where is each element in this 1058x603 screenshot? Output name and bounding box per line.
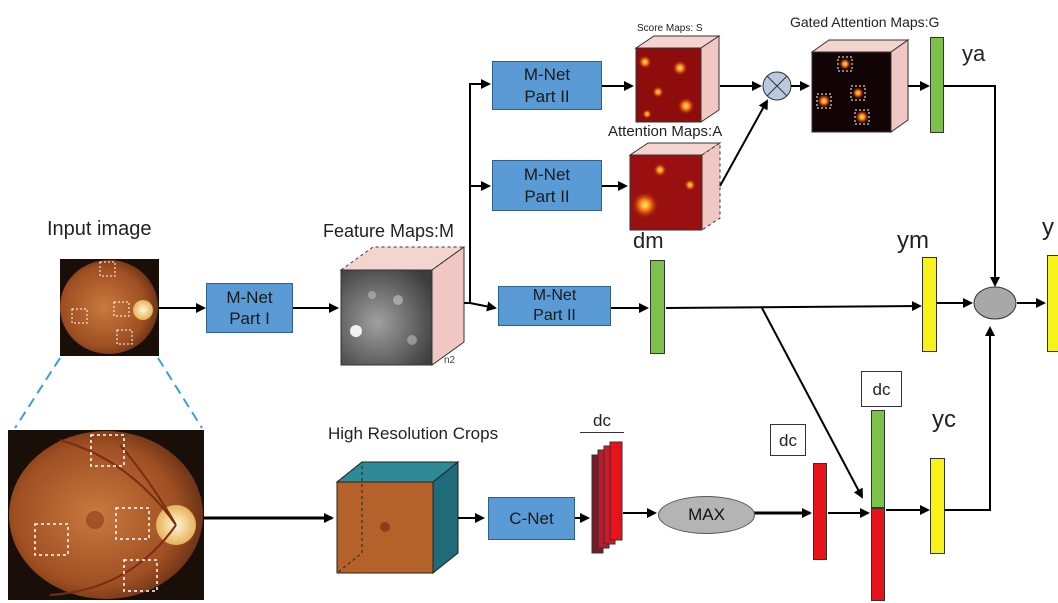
mnet-part1-box: M-Net Part I xyxy=(206,283,293,333)
hr-crops-label: High Resolution Crops xyxy=(328,424,499,443)
zoom-line-right xyxy=(157,357,203,429)
connectors xyxy=(159,79,1046,523)
input-fundus-large xyxy=(8,430,204,600)
combine-node xyxy=(973,286,1017,320)
score-maps-cube xyxy=(634,35,721,123)
dc-feature-stack xyxy=(591,441,623,554)
attention-maps-label: Attention Maps:A xyxy=(608,123,723,140)
y-label: y xyxy=(1042,214,1054,241)
cube-corner-label: n2 xyxy=(444,355,456,366)
mnet-part2-score-box: M-Net Part II xyxy=(492,61,602,110)
cnet-box: C-Net xyxy=(488,497,575,540)
y-bar xyxy=(1047,255,1058,352)
dc-label-top: dc xyxy=(580,412,624,433)
feature-maps-label: Feature Maps:M xyxy=(323,221,455,241)
yc-label: yc xyxy=(932,406,956,433)
ym-bar xyxy=(922,257,937,352)
mnet-part2-main-box: M-Net Part II xyxy=(498,286,611,326)
max-node: MAX xyxy=(658,496,755,534)
yc-bar xyxy=(930,458,945,554)
dm-label: dm xyxy=(633,228,664,253)
hr-crops-cube xyxy=(335,460,460,575)
mnet-part2-attention-box: M-Net Part II xyxy=(492,160,602,211)
ya-label: ya xyxy=(962,41,986,66)
feature-maps-cube xyxy=(339,246,466,366)
dm-bar xyxy=(650,260,665,354)
input-image-label: Input image xyxy=(47,218,152,240)
ya-bar xyxy=(930,37,944,133)
multiply-node xyxy=(762,71,792,101)
gated-maps-cube xyxy=(810,39,910,133)
dc-max-bar xyxy=(813,463,827,560)
attention-maps-cube xyxy=(628,142,722,231)
zoom-line-left xyxy=(14,357,61,429)
concat-red-bar xyxy=(871,508,885,601)
ym-label: ym xyxy=(897,227,929,254)
dc-label-mid: dc xyxy=(770,424,806,456)
concat-green-bar xyxy=(871,410,885,508)
gated-maps-label: Gated Attention Maps:G xyxy=(790,14,940,30)
score-maps-label: Score Maps: S xyxy=(637,23,703,34)
input-fundus-small xyxy=(60,259,159,356)
dc-label-right: dc xyxy=(861,371,902,407)
